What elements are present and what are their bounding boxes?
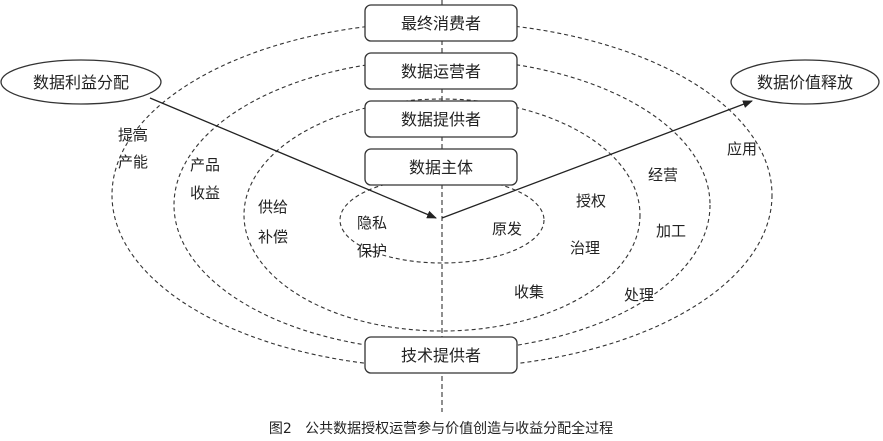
label-shouji: 收集 bbox=[514, 283, 544, 301]
box-data-provider bbox=[364, 100, 518, 138]
label-yingyong: 应用 bbox=[727, 140, 757, 158]
box-data-operator-label: 数据运营者 bbox=[401, 62, 481, 81]
oval-value-release bbox=[730, 59, 880, 105]
label-jingying: 经营 bbox=[648, 166, 678, 184]
inner-ring bbox=[339, 176, 545, 264]
label-zhili: 治理 bbox=[570, 239, 600, 257]
oval-benefit-distribution-label: 数据利益分配 bbox=[33, 73, 129, 92]
label-jiagong: 加工 bbox=[656, 222, 686, 240]
figure-caption: 图2 公共数据授权运营参与价值创造与收益分配全过程 bbox=[269, 420, 613, 437]
label-chanen: 产能 bbox=[118, 153, 148, 171]
label-shouyi: 收益 bbox=[190, 184, 220, 202]
label-baohu: 保护 bbox=[357, 242, 387, 260]
oval-benefit-distribution bbox=[0, 59, 162, 105]
release-arrow bbox=[441, 100, 753, 219]
oval-value-release-label: 数据价值释放 bbox=[757, 73, 853, 92]
distribution-arrow bbox=[149, 97, 437, 219]
box-final-consumer bbox=[364, 4, 518, 42]
box-data-provider-label: 数据提供者 bbox=[401, 110, 481, 129]
box-tech-provider-label: 技术提供者 bbox=[401, 346, 481, 365]
label-tigao: 提高 bbox=[118, 126, 148, 144]
box-final-consumer-label: 最终消费者 bbox=[401, 14, 481, 33]
box-data-subject bbox=[364, 148, 518, 186]
box-data-subject-label: 数据主体 bbox=[409, 158, 473, 177]
label-gongji: 供给 bbox=[258, 198, 288, 216]
box-tech-provider bbox=[364, 336, 518, 374]
label-chuli: 处理 bbox=[624, 286, 654, 304]
label-yinsi: 隐私 bbox=[357, 214, 387, 232]
label-chanpin: 产品 bbox=[190, 156, 220, 174]
label-buchang: 补偿 bbox=[258, 228, 288, 246]
label-yuanfa: 原发 bbox=[492, 220, 522, 238]
label-shouquan: 授权 bbox=[576, 192, 606, 210]
box-data-operator bbox=[364, 52, 518, 90]
